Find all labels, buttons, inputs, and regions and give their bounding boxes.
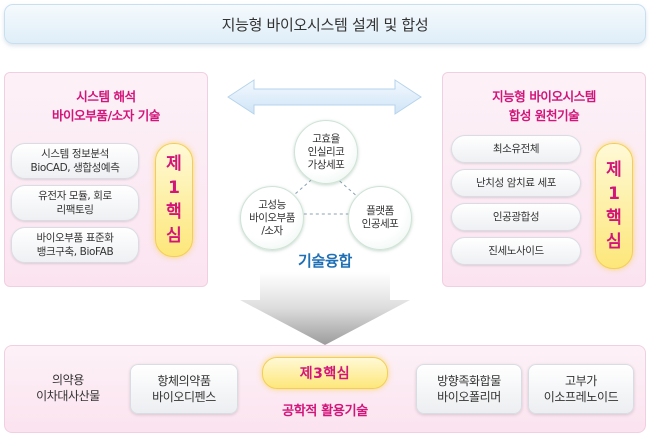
third-core-badge: 제3핵심 [262, 357, 388, 389]
double-arrow-icon [227, 79, 422, 115]
right-panel-title-line1: 지능형 바이오시스템 [492, 89, 596, 104]
circle-insilico-cell: 고효율 인실리코 가상세포 [294, 120, 358, 184]
core-char: 핵 [606, 208, 622, 228]
circle-line: 고성능 [258, 198, 286, 211]
left-core-badge: 제 1 핵 심 [155, 143, 193, 257]
right-panel-title-line2: 합성 원천기술 [508, 108, 580, 123]
core-char: 1 [168, 178, 180, 198]
item-line1: 바이오부품 표준화 [36, 232, 114, 244]
item-label: 인공광합성 [492, 211, 540, 223]
item-line2: 바이오디펜스 [152, 390, 216, 404]
item-line2: BioCAD, 생합성예측 [30, 162, 120, 174]
item-line1: 유전자 모듈, 회로 [38, 190, 112, 202]
circle-artificial-cell: 플랫폼 인공세포 [348, 186, 412, 250]
fusion-cycle-dashed-triangle [270, 167, 379, 215]
left-panel-title-line1: 시스템 해석 [76, 89, 136, 104]
circle-line: 인실리코 [307, 145, 345, 158]
circle-line: 가상세포 [307, 158, 345, 171]
third-core-label: 제3핵심 [299, 366, 351, 382]
down-arrow-icon [240, 272, 410, 345]
core-char: 제 [166, 154, 182, 174]
item-line2: 바이오폴리머 [437, 390, 501, 404]
item-line1: 의약용 [52, 373, 84, 387]
right-item-cancer-cell: 난치성 암치료 세포 [451, 169, 581, 197]
core-char: 심 [606, 232, 622, 252]
title-banner: 지능형 바이오시스템 설계 및 합성 [4, 4, 646, 44]
left-panel: 시스템 해석 바이오부품/소자 기술 시스템 정보분석 BioCAD, 생합성예측… [4, 72, 208, 287]
left-panel-title-line2: 바이오부품/소자 기술 [51, 108, 161, 123]
circle-line: 플랫폼 [366, 205, 394, 217]
core-char: 1 [608, 184, 620, 204]
item-line1: 고부가 [565, 374, 597, 388]
fusion-label: 기술융합 [297, 252, 352, 270]
item-line1: 항체의약품 [157, 374, 211, 388]
right-panel-title: 지능형 바이오시스템 합성 원천기술 [443, 87, 645, 125]
right-core-badge: 제 1 핵 심 [595, 143, 633, 269]
right-item-photosynthesis: 인공광합성 [451, 203, 581, 231]
left-panel-title: 시스템 해석 바이오부품/소자 기술 [5, 87, 207, 125]
item-label: 난치성 암치료 세포 [476, 177, 556, 189]
item-line1: 방향족화합물 [437, 374, 501, 388]
circle-bio-parts: 고성능 바이오부품 /소자 [240, 186, 304, 250]
item-line2: 리팩토링 [56, 204, 94, 216]
circle-line: 고효율 [312, 132, 340, 145]
core-char: 제 [606, 160, 622, 180]
right-item-minimal-genome: 최소유전체 [451, 135, 581, 163]
circle-line: 인공세포 [361, 218, 399, 230]
circle-line: /소자 [261, 224, 283, 237]
item-label: 진세노사이드 [488, 245, 544, 257]
right-panel: 지능형 바이오시스템 합성 원천기술 최소유전체 난치성 암치료 세포 인공광합… [442, 72, 646, 287]
core-char: 핵 [166, 202, 182, 222]
right-item-ginsenoside: 진세노사이드 [451, 237, 581, 265]
item-line2: 이차대사산물 [36, 389, 100, 403]
bottom-item-secondary-metabolite: 의약용 이차대사산물 [22, 372, 114, 404]
item-line1: 시스템 정보분석 [41, 148, 109, 160]
bottom-panel-title: 공학적 활용기술 [282, 404, 368, 419]
page-title: 지능형 바이오시스템 설계 및 합성 [221, 15, 429, 34]
core-char: 심 [166, 226, 182, 246]
item-line2: 뱅크구축, BioFAB [36, 246, 114, 258]
item-line2: 이소프레노이드 [543, 390, 619, 404]
circle-line: 바이오부품 [249, 211, 295, 224]
item-label: 최소유전체 [492, 143, 540, 155]
left-item-system-analysis: 시스템 정보분석 BioCAD, 생합성예측 [11, 143, 139, 179]
